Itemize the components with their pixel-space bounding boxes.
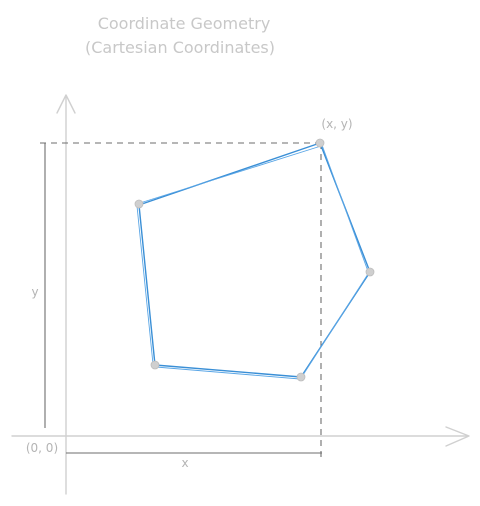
pentagon-vertex-xy [315,138,325,148]
pentagon-edge [139,145,322,204]
pentagon-vertex [134,199,144,209]
pentagon-edge [154,364,302,378]
pentagon-vertex [365,267,375,277]
y-measure-label: y [31,285,38,299]
pentagon-edge [138,142,321,206]
origin-label: (0, 0) [26,441,58,455]
pentagon-vertex [150,360,160,370]
pentagon-edge [138,204,156,366]
pentagon-shape [136,142,371,380]
pentagon-vertex [296,372,306,382]
diagram-title-line1: Coordinate Geometry [98,14,271,33]
point-label: (x, y) [321,117,352,131]
pentagon-edge [302,273,369,376]
diagram-title-line2: (Cartesian Coordinates) [85,38,275,57]
y-axis [56,94,76,495]
pentagon-edge [155,366,301,380]
x-measure-label: x [181,456,188,470]
pentagon-edge [321,144,370,275]
x-axis [11,426,470,447]
pentagon-edge [136,205,154,365]
